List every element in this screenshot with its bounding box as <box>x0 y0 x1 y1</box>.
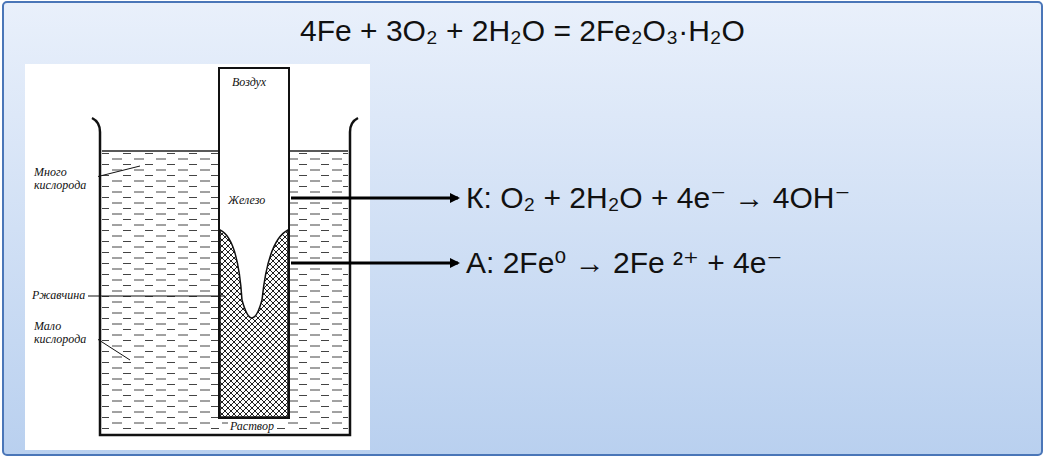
anode-equation: А: 2Fe⁰ → 2Fe ²⁺ + 4e⁻ <box>466 245 782 280</box>
air-label: Воздух <box>230 76 268 89</box>
cathode-equation: К: O₂ + 2H₂O + 4e⁻ → 4OH⁻ <box>466 180 850 215</box>
much-oxygen-label: Много кислорода <box>32 166 98 192</box>
slide-panel <box>3 2 1042 455</box>
arrow <box>291 197 458 200</box>
rust-label: Ржавчина <box>30 289 87 302</box>
little-oxygen-label: Мало кислорода <box>32 320 98 346</box>
picture-ground <box>25 64 370 450</box>
rust <box>220 230 288 417</box>
iron-rod <box>219 68 289 418</box>
arrow <box>291 262 458 265</box>
iron-label: Железо <box>226 194 267 207</box>
leader-line <box>92 166 140 178</box>
title-equation: 4Fe + 3O₂ + 2H₂O = 2Fe₂O₃·H₂O <box>300 14 745 48</box>
solution-label: Раствор <box>228 420 276 433</box>
leader-line <box>88 296 225 297</box>
